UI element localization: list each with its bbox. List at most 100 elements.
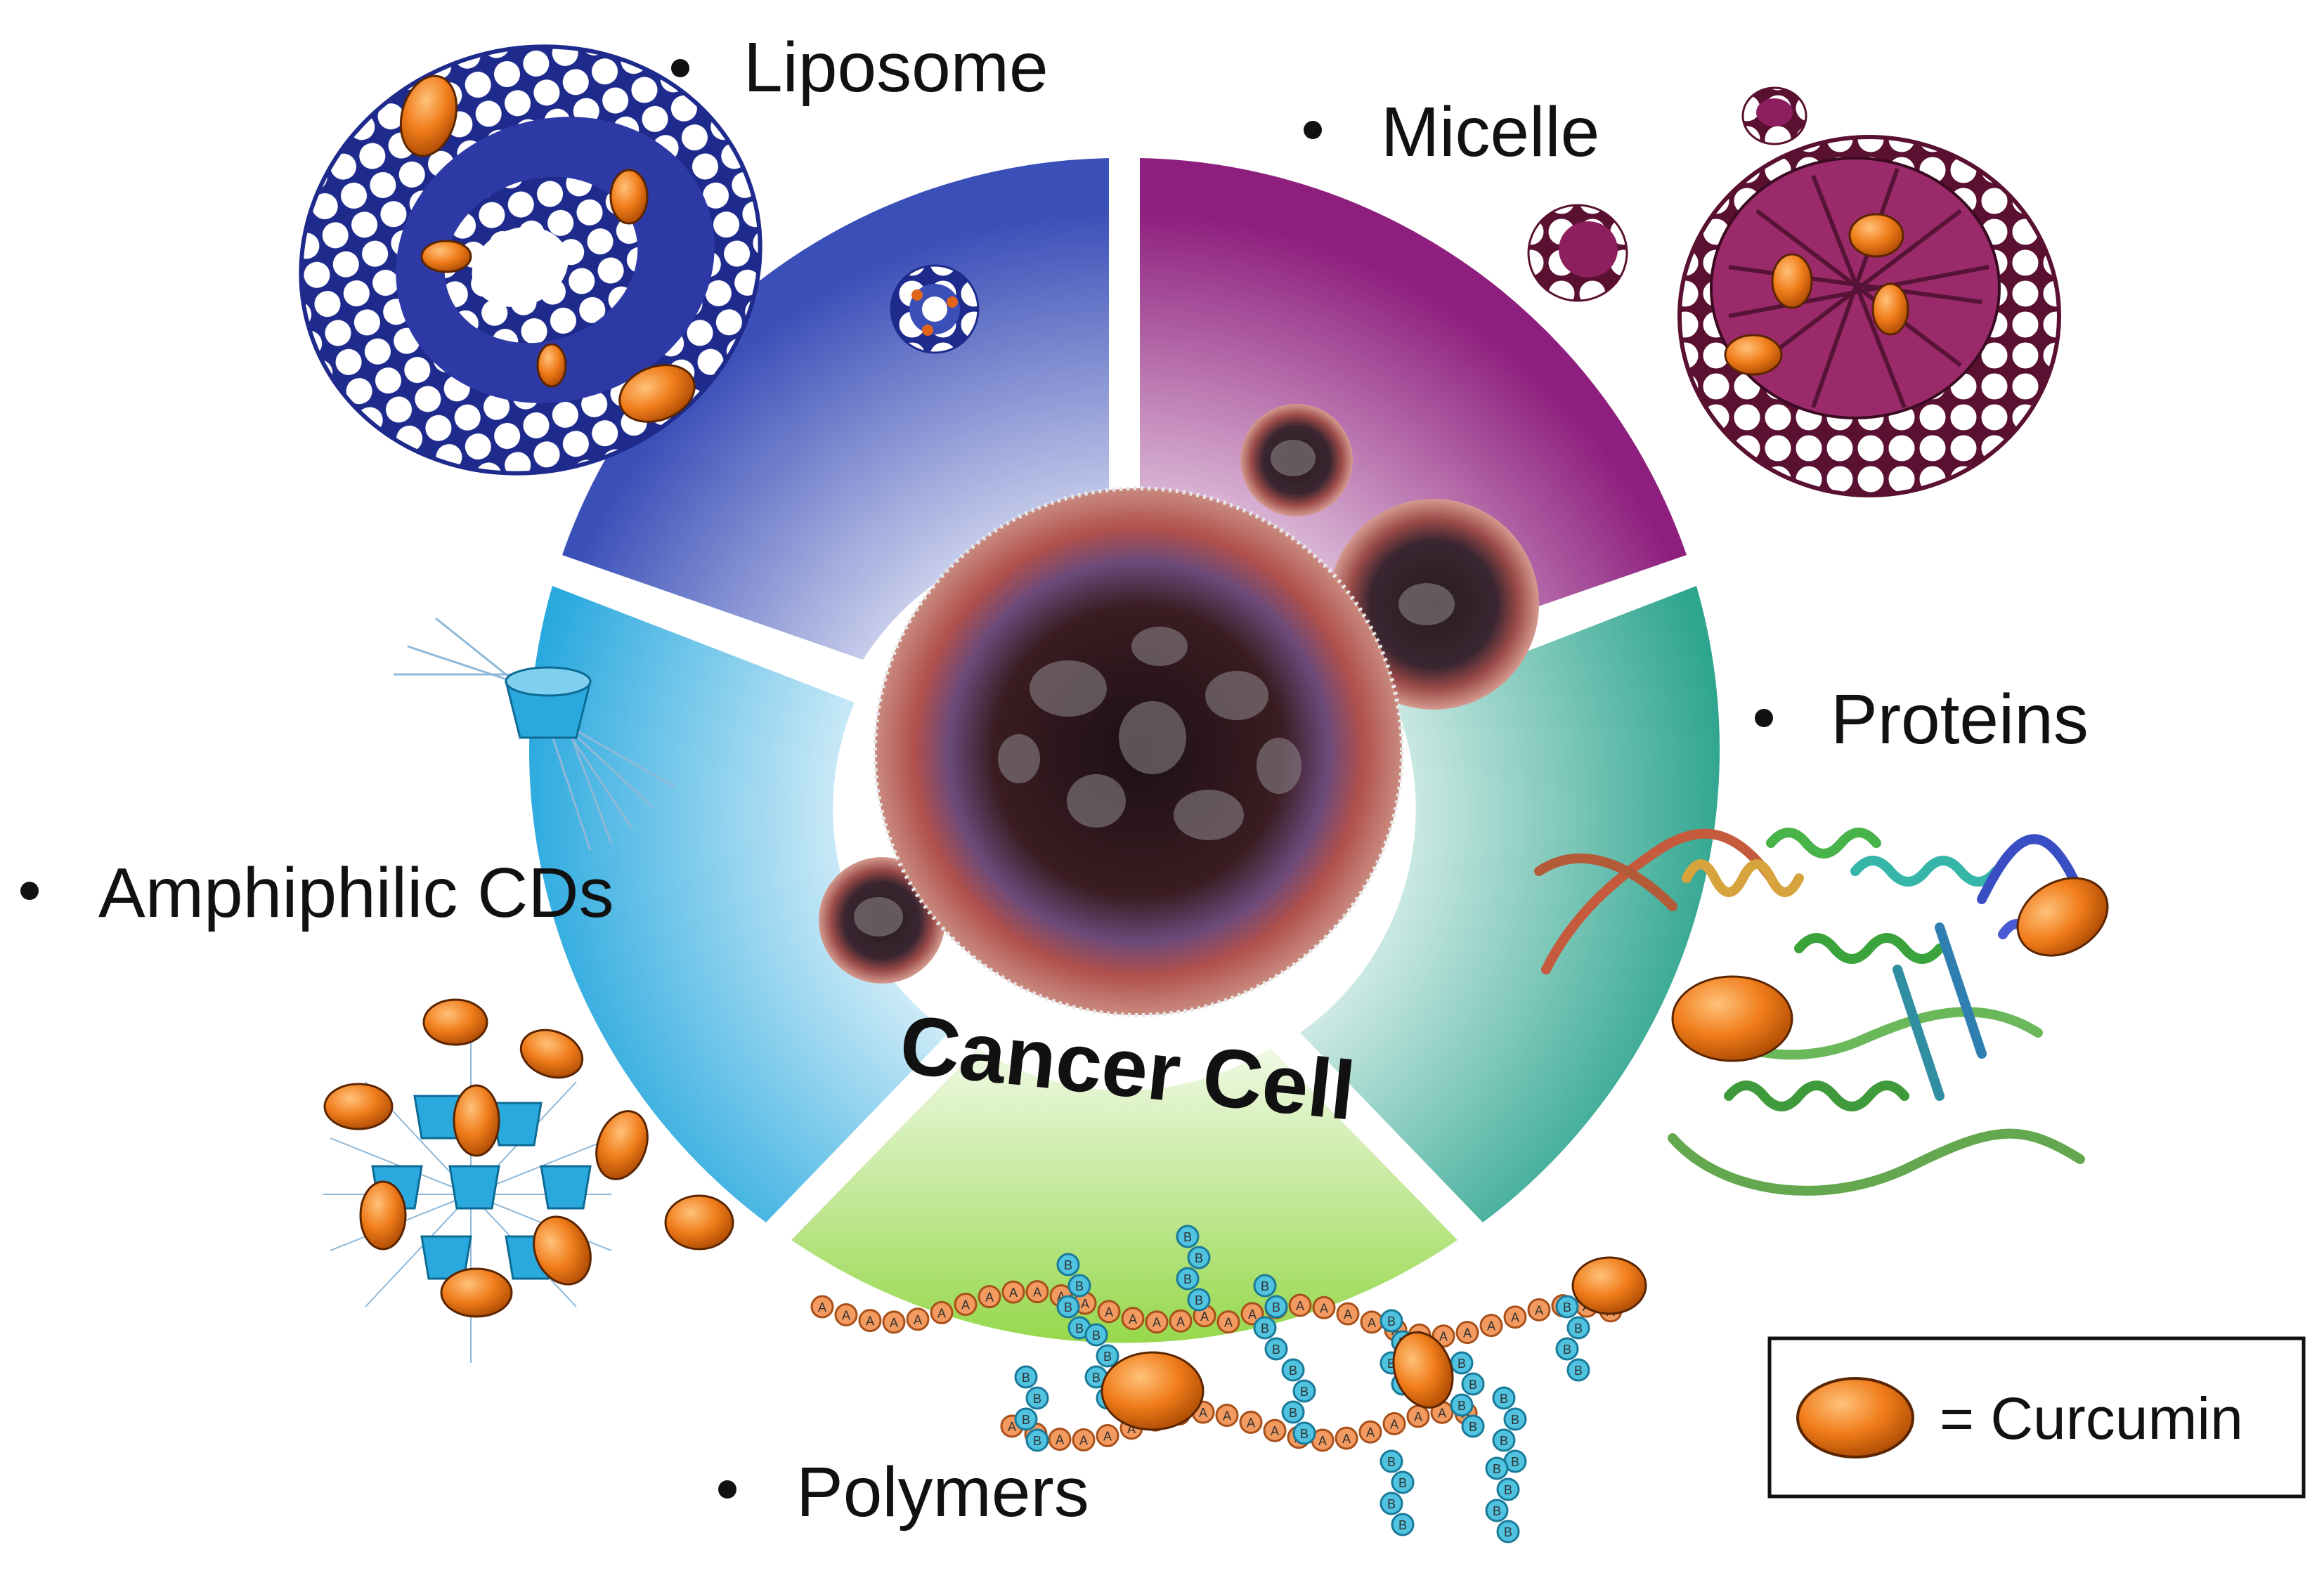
- polymer-bead-a: A: [1145, 1310, 1169, 1334]
- svg-text:B: B: [1504, 1483, 1512, 1497]
- svg-text:A: A: [1224, 1316, 1233, 1330]
- svg-text:A: A: [1463, 1326, 1472, 1340]
- polymer-bead-b: B: [1176, 1267, 1200, 1291]
- label-polymers-text: Polymers: [796, 1453, 1089, 1532]
- svg-text:A: A: [1438, 1406, 1446, 1420]
- polymer-bead-b: B: [1555, 1337, 1579, 1361]
- svg-text:A: A: [1176, 1314, 1185, 1329]
- svg-text:B: B: [1103, 1350, 1112, 1364]
- polymer-bead-b: B: [1281, 1400, 1305, 1424]
- polymer-bead-b: B: [1380, 1492, 1403, 1515]
- liposome-illustration: [299, 44, 980, 476]
- svg-text:A: A: [1199, 1406, 1207, 1420]
- svg-text:A: A: [1390, 1418, 1398, 1432]
- polymer-bead-a: A: [1121, 1307, 1145, 1331]
- polymer-bead-b: B: [1380, 1309, 1403, 1333]
- polymer-bead-a: A: [906, 1307, 930, 1331]
- legend-label: = Curcumin: [1940, 1385, 2243, 1451]
- polymer-bead-b: B: [1084, 1323, 1108, 1347]
- cancer-cell: Cancer Cell: [819, 404, 1539, 1138]
- svg-text:A: A: [1033, 1286, 1041, 1300]
- svg-text:B: B: [1183, 1272, 1192, 1286]
- svg-text:B: B: [1183, 1230, 1192, 1244]
- polymer-bead-a: A: [882, 1310, 906, 1334]
- label-amphiphilic: Amphiphilic CDs: [20, 854, 614, 932]
- svg-text:B: B: [1574, 1321, 1583, 1336]
- svg-text:B: B: [1064, 1258, 1072, 1272]
- polymer-bead-b: B: [1014, 1407, 1038, 1431]
- svg-text:A: A: [1129, 1312, 1137, 1326]
- svg-text:B: B: [1075, 1321, 1084, 1336]
- polymer-bead-b: B: [1492, 1428, 1516, 1452]
- amphiphilic-cd-illustration: [323, 617, 734, 1363]
- svg-text:A: A: [1153, 1316, 1161, 1330]
- polymer-bead-b: B: [1461, 1414, 1485, 1438]
- svg-text:A: A: [1247, 1416, 1255, 1430]
- svg-text:B: B: [1511, 1413, 1519, 1427]
- polymer-bead-a: A: [1455, 1321, 1479, 1345]
- svg-text:B: B: [1504, 1525, 1512, 1539]
- svg-text:A: A: [866, 1314, 874, 1329]
- polymer-bead-a: A: [1336, 1302, 1360, 1326]
- svg-text:B: B: [1300, 1427, 1309, 1441]
- svg-text:A: A: [1009, 1286, 1018, 1300]
- polymer-bead-b: B: [1056, 1295, 1080, 1319]
- svg-text:A: A: [1223, 1409, 1231, 1423]
- svg-text:B: B: [1387, 1314, 1396, 1329]
- cd-curcumin-icons: [323, 998, 734, 1318]
- svg-text:A: A: [1342, 1432, 1351, 1446]
- polymer-bead-a: A: [1096, 1424, 1119, 1448]
- svg-text:A: A: [1320, 1301, 1328, 1315]
- svg-text:B: B: [1272, 1343, 1280, 1357]
- polymer-bead-a: A: [1288, 1293, 1312, 1317]
- polymer-bead-b: B: [1485, 1456, 1509, 1480]
- segment-polymers: [791, 1048, 1458, 1343]
- svg-text:B: B: [1511, 1455, 1519, 1469]
- svg-text:B: B: [1387, 1455, 1396, 1469]
- label-micelle: Micelle: [1304, 93, 1599, 171]
- polymer-bead-b: B: [1566, 1358, 1590, 1382]
- svg-text:B: B: [1022, 1371, 1030, 1385]
- polymer-bead-b: B: [1503, 1449, 1527, 1473]
- svg-text:A: A: [1081, 1297, 1089, 1311]
- svg-text:A: A: [1487, 1319, 1495, 1333]
- svg-text:B: B: [1574, 1364, 1583, 1378]
- polymer-bead-a: A: [978, 1285, 1001, 1309]
- svg-text:B: B: [1493, 1504, 1501, 1518]
- polymer-bead-b: B: [1187, 1246, 1211, 1270]
- polymer-bead-b: B: [1391, 1513, 1415, 1536]
- polymer-bead-b: B: [1025, 1428, 1049, 1452]
- svg-text:B: B: [1387, 1497, 1396, 1511]
- polymer-bead-a: A: [1406, 1404, 1430, 1428]
- polymer-bead-b: B: [1450, 1393, 1474, 1417]
- svg-text:A: A: [1056, 1433, 1064, 1447]
- svg-text:B: B: [1469, 1420, 1477, 1434]
- polymer-bead-b: B: [1503, 1407, 1527, 1431]
- protein-curcumin-icons: [1671, 877, 2109, 1062]
- svg-text:A: A: [890, 1316, 898, 1330]
- polymer-bead-b: B: [1485, 1499, 1509, 1522]
- micelle-illustration: [1527, 86, 2061, 497]
- svg-text:A: A: [961, 1298, 970, 1312]
- polymer-bead-b: B: [1555, 1295, 1579, 1319]
- svg-text:B: B: [1033, 1434, 1041, 1448]
- polymer-bead-b: B: [1281, 1358, 1305, 1382]
- svg-text:B: B: [1469, 1378, 1477, 1392]
- label-polymers: Polymers: [718, 1453, 1089, 1532]
- svg-text:B: B: [1398, 1476, 1407, 1490]
- protein-illustration: [1534, 828, 2109, 1196]
- svg-text:A: A: [1511, 1311, 1519, 1325]
- polymer-bead-b: B: [1014, 1365, 1038, 1389]
- polymer-bead-a: A: [1382, 1412, 1406, 1436]
- svg-text:B: B: [1500, 1392, 1508, 1406]
- polymer-curcumin-icons: [1101, 1256, 1647, 1431]
- label-proteins: Proteins: [1755, 680, 2089, 759]
- polymer-bead-b: B: [1264, 1295, 1288, 1319]
- polymer-bead-b: B: [1056, 1253, 1080, 1277]
- polymer-bead-b: B: [1450, 1351, 1474, 1375]
- polymer-bead-b: B: [1380, 1449, 1403, 1473]
- svg-text:A: A: [1103, 1430, 1112, 1444]
- svg-text:A: A: [1200, 1310, 1209, 1324]
- polymer-bead-b: B: [1176, 1225, 1200, 1248]
